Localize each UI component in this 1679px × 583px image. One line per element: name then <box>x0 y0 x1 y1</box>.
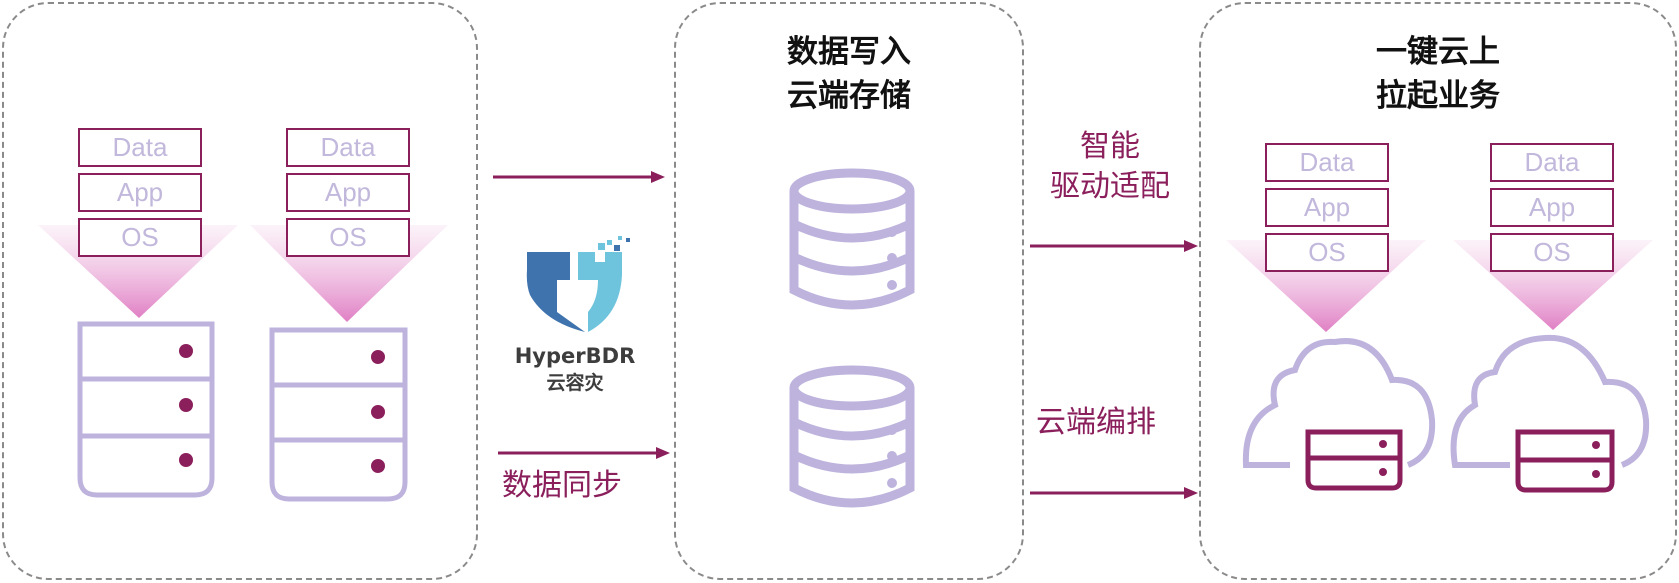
cloud-server-1-led-2 <box>1379 468 1387 476</box>
layer-os: OS <box>1265 233 1389 272</box>
server-1-led-3 <box>179 453 193 467</box>
layer-app: App <box>78 173 202 212</box>
cloud-server-1 <box>1305 429 1403 491</box>
database-1-dot-2 <box>887 253 897 263</box>
cloud-storage-title: 数据写入 云端存储 <box>674 30 1024 118</box>
stack-1: Data App OS <box>78 128 202 263</box>
layer-os: OS <box>78 218 202 257</box>
cloud-server-2-led-2 <box>1592 470 1600 478</box>
label-smart-driver: 智能 驱动适配 <box>1040 127 1180 207</box>
database-2 <box>789 365 915 508</box>
arrow-smart-driver-head <box>1184 240 1198 252</box>
cloud-server-2-led-1 <box>1592 441 1600 449</box>
cloud-storage-panel <box>674 2 1024 580</box>
layer-os: OS <box>1490 233 1614 272</box>
layer-os: OS <box>286 218 410 257</box>
layer-data: Data <box>286 128 410 167</box>
layer-app: App <box>286 173 410 212</box>
cloud-1 <box>1242 338 1436 468</box>
cloud-storage-title-line2: 云端存储 <box>787 78 911 114</box>
database-2-dot-1 <box>887 425 897 435</box>
stack-2: Data App OS <box>286 128 410 263</box>
server-1-led-2 <box>179 398 193 412</box>
cloud-business-title-line1: 一键云上 <box>1376 34 1500 70</box>
server-2-led-3 <box>371 459 385 473</box>
layer-data: Data <box>78 128 202 167</box>
label-data-sync: 数据同步 <box>502 468 622 503</box>
layer-app: App <box>1265 188 1389 227</box>
hyperbdr-shield-icon <box>526 236 630 332</box>
server-2-led-2 <box>371 405 385 419</box>
database-1-dot-3 <box>887 280 897 290</box>
server-1-led-1 <box>179 344 193 358</box>
cloud-business-panel <box>1199 2 1677 580</box>
source-panel <box>2 2 478 580</box>
layer-data: Data <box>1490 143 1614 182</box>
database-2-dot-3 <box>887 478 897 488</box>
stack-4: Data App OS <box>1490 143 1614 278</box>
cloud-2 <box>1450 334 1650 468</box>
label-smart-driver-line1: 智能 <box>1080 129 1140 164</box>
arrow-cloud-orchestration-head <box>1184 487 1198 499</box>
cloud-business-title: 一键云上 拉起业务 <box>1199 30 1677 118</box>
arrow-data-write-head <box>651 171 665 183</box>
label-cloud-orchestration: 云端编排 <box>1036 405 1156 440</box>
cloud-storage-title-line1: 数据写入 <box>787 34 911 70</box>
layer-data: Data <box>1265 143 1389 182</box>
server-1 <box>77 321 215 498</box>
stack-3: Data App OS <box>1265 143 1389 278</box>
hyperbdr-logo-subtitle: 云容灾 <box>546 372 604 394</box>
label-smart-driver-line2: 驱动适配 <box>1050 169 1170 204</box>
server-2-led-1 <box>371 350 385 364</box>
cloud-server-2 <box>1515 429 1615 493</box>
database-1-dot-1 <box>887 227 897 237</box>
database-1 <box>789 168 915 310</box>
server-2 <box>269 327 408 502</box>
cloud-business-title-line2: 拉起业务 <box>1376 78 1500 114</box>
hyperbdr-logo-name: HyperBDR <box>514 344 636 368</box>
cloud-server-1-led-1 <box>1379 440 1387 448</box>
layer-app: App <box>1490 188 1614 227</box>
arrow-data-sync-head <box>656 447 670 459</box>
database-2-dot-2 <box>887 451 897 461</box>
